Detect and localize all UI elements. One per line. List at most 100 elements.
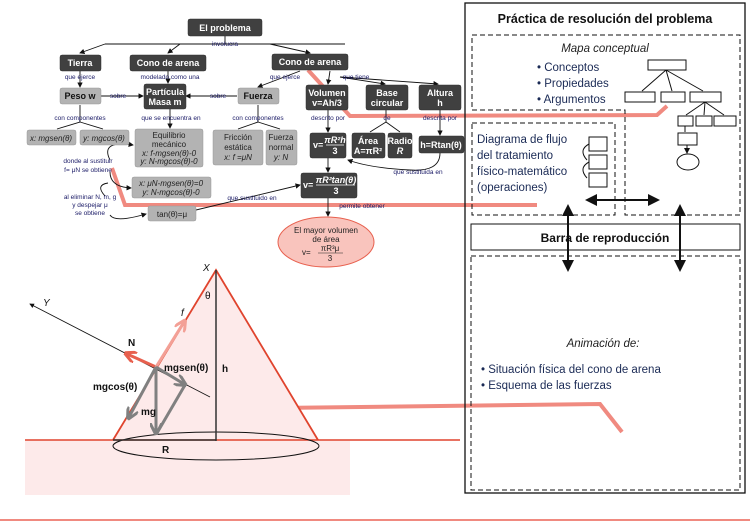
mapa-box [471,34,741,216]
node-equilibrio [134,128,204,168]
link-con-componentes-1: con componentes [54,115,106,122]
link-sobre-2: sobre [210,93,227,100]
normal-force-arrow [127,354,157,369]
node-peso [59,87,102,105]
node-equilibrio-l1: Equilibrio [153,131,186,140]
node-equilibrio-l3: x: f-mgsen(θ)-0 [141,149,197,158]
link-sobre-1: sobre [110,93,127,100]
node-area-l1: Área [358,136,379,146]
node-radio-l1: Radio [387,136,413,146]
animacion-title: Animación de: [566,338,640,350]
link-encuentra: que se encuentra en [141,115,201,122]
node-h-formula [418,135,465,154]
link-descrito: descrito por [311,115,346,122]
playback-bar[interactable] [470,223,741,251]
root-node [187,18,263,37]
node-normal-l1: Fuerza [269,133,294,142]
label-mg: mg [141,407,156,418]
node-altura-l2: h [437,98,443,108]
node-result-l2: de área [312,235,340,244]
label-mgsen: mgsen(θ) [164,363,208,374]
playback-bar-label: Barra de reproducción [541,231,670,245]
link-sustituido: que sustituido en [227,195,277,202]
label-x: X [202,263,210,274]
flujo-text: Diagrama de flujo del tratamiento físico… [477,134,567,194]
node-cono-arena-1 [129,54,207,72]
parallelogram-line [155,384,187,434]
link-descrita: descrita por [423,115,458,122]
link-modelado: modelado como una [141,74,200,81]
node-eq2-l2: y: N-mgcos(θ)-0 [141,188,200,197]
flujo-line: (operaciones) [477,182,547,194]
node-particula-l2: Masa m [148,97,181,107]
mapa-title: Mapa conceptual [561,43,649,55]
concept-map: El problema involucra Tierra Cono de are… [26,18,465,268]
node-cono-arena-2 [271,53,349,71]
root-label: El problema [199,23,252,33]
flujo-line: del tratamiento [477,150,553,162]
ground [25,440,350,495]
label-y: Y [43,298,51,309]
link-eliminar-l3: se obtiene [75,210,105,217]
node-altura-l1: Altura [427,88,454,98]
node-cono2-label: Cono de arena [279,57,343,67]
mgsen-arrow [155,365,184,384]
node-px-label: x: mgsen(θ) [29,134,72,143]
label-f: f [181,308,185,319]
node-px [26,129,77,146]
node-py-label: y: mgcos(θ) [82,134,125,143]
node-tan [147,205,197,222]
node-friccion-l1: Fricción [224,133,252,142]
cone-diagram: X θ Y f N mgsen(θ) h mgcos(θ) mg R [25,263,460,495]
mapa-item: • Argumentos [537,94,606,106]
mapa-list: • Conceptos • Propiedades • Argumentos [537,62,609,106]
node-tan-label: tan(θ)=μ [157,210,188,219]
node-fuerza [237,87,280,105]
link-permite: permite obtener [339,203,385,210]
link-eliminar-l2: y despejar μ [72,202,108,209]
node-normal-l2: normal [269,143,294,152]
link-con-componentes-2: con componentes [232,115,284,122]
link-sustituida: que sustituida en [393,169,443,176]
node-normal-l3: y: N [273,153,288,162]
flujo-line: Diagrama de flujo [477,134,567,146]
node-base-l1: Base [376,88,398,98]
node-base-l2: circular [371,98,404,108]
mapa-item: • Conceptos [537,62,599,74]
node-result-l1: El mayor volumen [294,226,358,235]
friction-force-arrow [154,322,184,368]
panel-frame [464,2,746,494]
link-que-tiene: que tiene [343,74,370,81]
node-particula-l1: Partícula [146,87,185,97]
animacion-item: • Situación física del cono de arena [481,364,661,376]
label-r: R [162,445,170,456]
animacion-box [470,255,741,491]
link-que-ejerce-2: que ejerce [270,74,301,81]
node-tierra [59,54,102,72]
node-area [351,132,386,159]
result-den: 3 [328,254,333,263]
label-mgcos: mgcos(θ) [93,382,137,393]
node-altura [418,84,462,111]
node-vol-formula [309,132,347,159]
vtan-den: 3 [333,186,338,196]
node-py [79,129,130,146]
flow-boxes-icon [582,136,608,188]
vtan-lhs: v= [303,180,313,190]
node-volumen [305,84,349,111]
node-particula [143,83,187,110]
label-h: h [222,364,228,375]
link-sustituir-l1: donde al sustituir [63,158,113,165]
label-theta: θ [205,291,211,302]
node-area-l2: A=πR² [354,146,382,156]
node-peso-label: Peso w [64,91,96,101]
node-tierra-label: Tierra [68,58,94,68]
node-eq2-l1: x: μN-mgsen(θ)=0 [138,179,204,188]
node-radio [387,132,413,159]
animacion-item: • Esquema de las fuerzas [481,380,612,392]
flujo-box [471,122,616,216]
mini-tree-icon [624,59,737,171]
label-n: N [128,338,135,349]
practice-panel: Práctica de resolución del problema Mapa… [464,2,746,494]
